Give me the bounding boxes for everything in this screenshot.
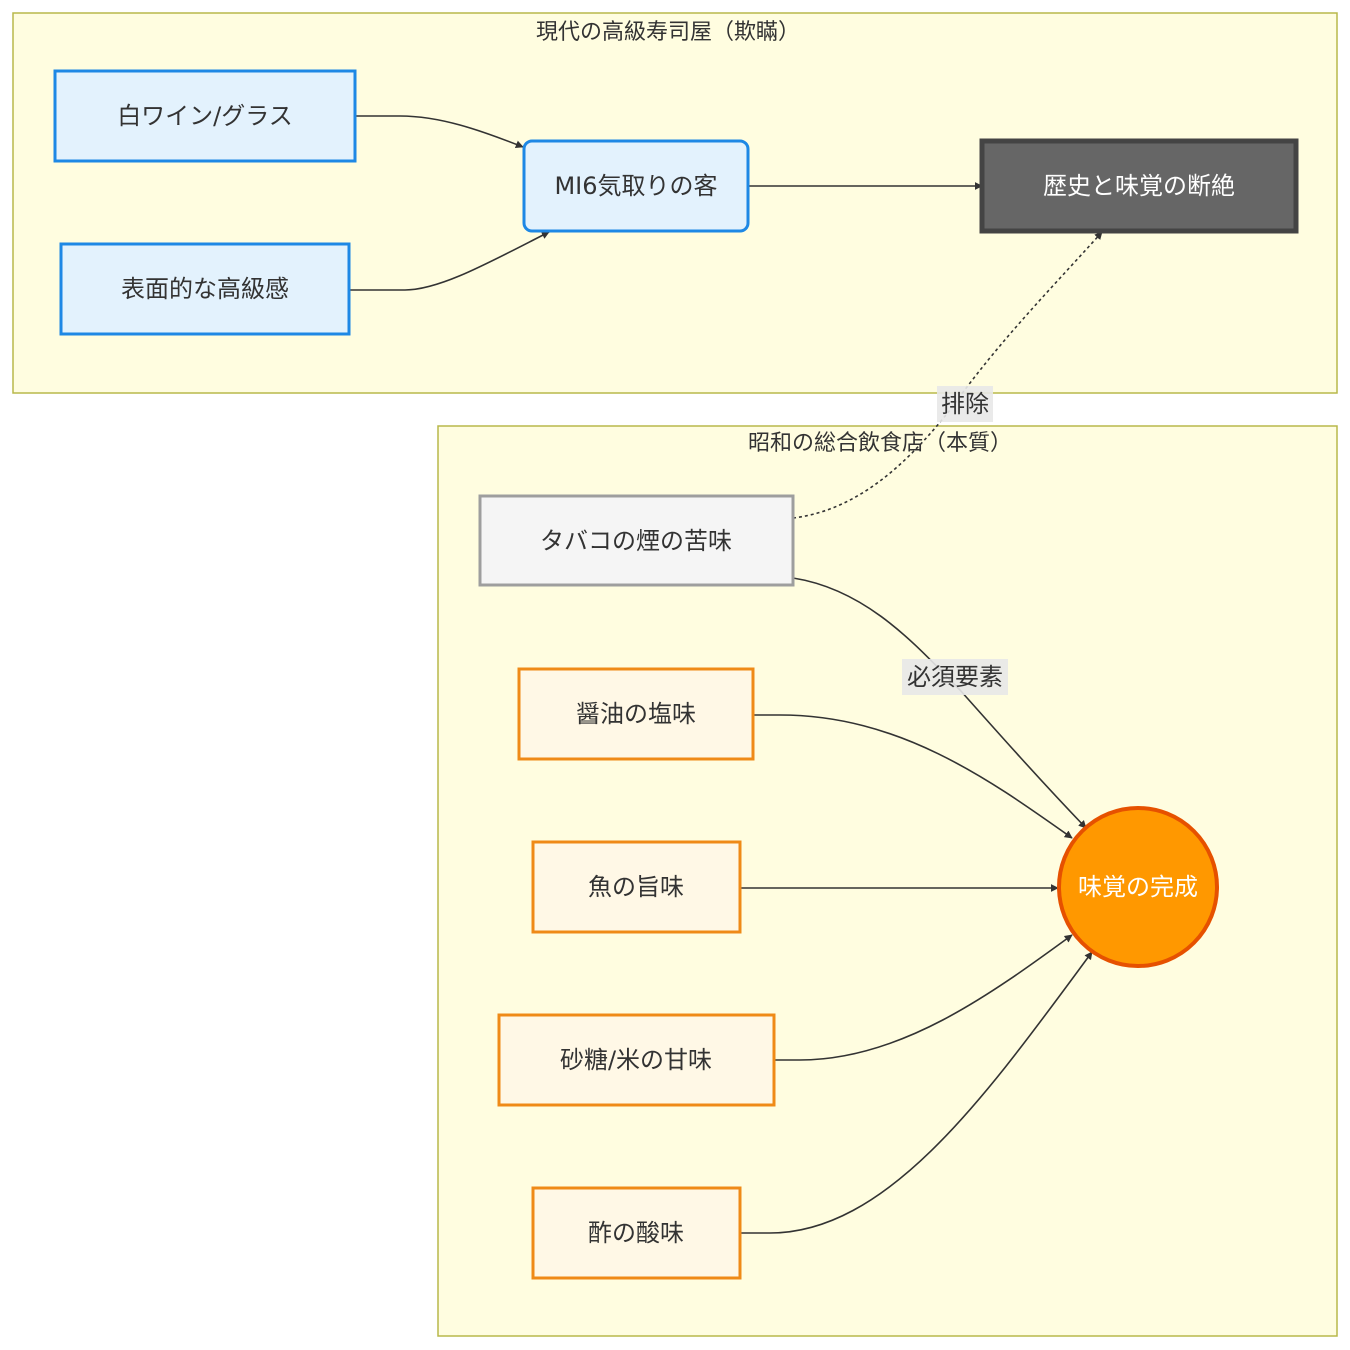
- edge-wine-to-mi6: [355, 115, 524, 149]
- cluster-title-modern: 現代の高級寿司屋（欺瞞）: [536, 20, 800, 45]
- svg-text:MI6気取りの客: MI6気取りの客: [554, 172, 717, 200]
- svg-text:醤油の塩味: 醤油の塩味: [576, 700, 696, 728]
- svg-text:排除: 排除: [941, 390, 989, 418]
- node-mi6[interactable]: MI6気取りの客: [522, 139, 750, 233]
- node-luxury[interactable]: 表面的な高級感: [59, 242, 351, 336]
- edge-luxury-to-mi6: [349, 231, 550, 291]
- node-wine[interactable]: 白ワイン/グラス: [53, 69, 357, 163]
- svg-text:歴史と味覚の断絶: 歴史と味覚の断絶: [1043, 172, 1235, 200]
- edge-tobacco-to-break: [792, 231, 1103, 519]
- node-break[interactable]: 歴史と味覚の断絶: [979, 138, 1299, 234]
- cluster-title-showa: 昭和の総合飲食店（本質）: [748, 431, 1012, 456]
- edge-sugar-to-complete: [774, 934, 1073, 1061]
- node-complete[interactable]: 味覚の完成: [1057, 806, 1219, 968]
- svg-text:砂糖/米の甘味: 砂糖/米の甘味: [560, 1046, 712, 1074]
- edge-label-exclude: 排除: [937, 386, 993, 422]
- edge-vinegar-to-complete: [740, 951, 1093, 1234]
- svg-text:酢の酸味: 酢の酸味: [588, 1219, 684, 1247]
- edge-soy-to-complete: [753, 714, 1073, 839]
- node-tobacco[interactable]: タバコの煙の苦味: [478, 494, 795, 587]
- svg-text:味覚の完成: 味覚の完成: [1078, 873, 1198, 901]
- svg-text:魚の旨味: 魚の旨味: [588, 873, 684, 901]
- edges: [349, 115, 1103, 1234]
- svg-text:タバコの煙の苦味: タバコの煙の苦味: [540, 527, 732, 555]
- svg-text:表面的な高級感: 表面的な高級感: [121, 275, 289, 303]
- edge-label-essential: 必須要素: [902, 659, 1008, 695]
- node-sugar[interactable]: 砂糖/米の甘味: [497, 1013, 776, 1107]
- svg-text:必須要素: 必須要素: [907, 663, 1003, 691]
- node-vinegar[interactable]: 酢の酸味: [531, 1186, 742, 1280]
- node-soy[interactable]: 醤油の塩味: [517, 667, 755, 761]
- node-fish[interactable]: 魚の旨味: [531, 840, 742, 934]
- svg-text:白ワイン/グラス: 白ワイン/グラス: [117, 102, 293, 130]
